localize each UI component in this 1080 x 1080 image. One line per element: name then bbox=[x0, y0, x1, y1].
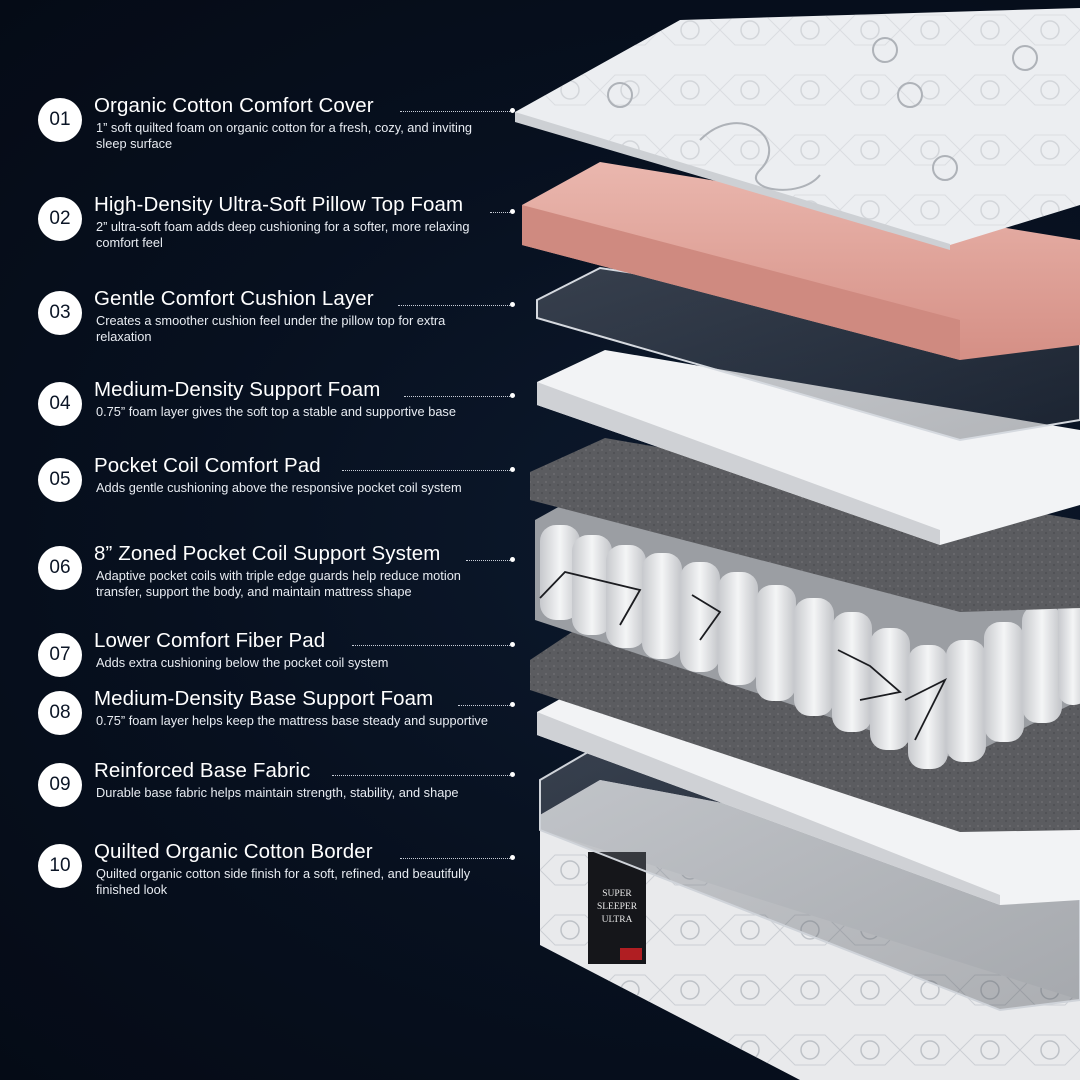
layer-title: Organic Cotton Comfort Cover bbox=[94, 94, 374, 117]
layer-description: Adds gentle cushioning above the respons… bbox=[96, 480, 462, 495]
layer-description: Adds extra cushioning below the pocket c… bbox=[96, 655, 389, 670]
leader-line-07 bbox=[352, 642, 515, 647]
layer-title: High-Density Ultra-Soft Pillow Top Foam bbox=[94, 193, 464, 216]
layer-description: 0.75” foam layer helps keep the mattress… bbox=[96, 713, 488, 728]
leader-line-03 bbox=[398, 302, 515, 307]
layer-number-badge: 08 bbox=[38, 691, 82, 735]
leader-line-05 bbox=[342, 467, 515, 472]
layer-title: Reinforced Base Fabric bbox=[94, 759, 311, 782]
layer-description: Durable base fabric helps maintain stren… bbox=[96, 785, 459, 800]
layer-number-badge: 03 bbox=[38, 291, 82, 335]
layer-title: 8” Zoned Pocket Coil Support System bbox=[94, 542, 441, 565]
layer-title: Medium-Density Support Foam bbox=[94, 378, 381, 401]
layer-number-badge: 10 bbox=[38, 844, 82, 888]
layer-title: Gentle Comfort Cushion Layer bbox=[94, 287, 374, 310]
leader-line-01 bbox=[400, 108, 515, 113]
leader-line-06 bbox=[466, 557, 515, 562]
brand-label: SUPER SLEEPER ULTRA bbox=[588, 852, 646, 964]
label-line-1: SUPER bbox=[602, 889, 632, 899]
layer-number-badge: 04 bbox=[38, 382, 82, 426]
layer-number-badge: 07 bbox=[38, 633, 82, 677]
cushion-layer bbox=[536, 266, 1080, 442]
layer-number-badge: 02 bbox=[38, 197, 82, 241]
layer-number-badge: 05 bbox=[38, 458, 82, 502]
leader-line-10 bbox=[400, 855, 515, 860]
layer-description: 1” soft quilted foam on organic cotton f… bbox=[96, 120, 473, 151]
layer-description: Adaptive pocket coils with triple edge g… bbox=[96, 568, 461, 599]
leader-line-04 bbox=[404, 393, 515, 398]
layer-description: 0.75” foam layer gives the soft top a st… bbox=[96, 404, 456, 419]
lower-fiber-pad-layer bbox=[530, 630, 1080, 832]
layer-number-badge: 09 bbox=[38, 763, 82, 807]
layer-title: Medium-Density Base Support Foam bbox=[94, 687, 434, 710]
layer-title: Pocket Coil Comfort Pad bbox=[94, 454, 321, 477]
leader-line-09 bbox=[332, 772, 515, 777]
leader-line-02 bbox=[490, 209, 515, 214]
base-support-foam-layer bbox=[537, 682, 1080, 905]
comfort-cover-layer bbox=[515, 8, 1080, 250]
label-line-2: SLEEPER bbox=[597, 902, 638, 912]
layer-title: Quilted Organic Cotton Border bbox=[94, 840, 373, 863]
coil-comfort-pad-layer bbox=[530, 438, 1080, 612]
layer-description: Creates a smoother cushion feel under th… bbox=[96, 313, 446, 344]
layer-number-badge: 01 bbox=[38, 98, 82, 142]
label-line-3: ULTRA bbox=[602, 915, 633, 925]
layer-number-badge: 06 bbox=[38, 546, 82, 590]
pillow-top-foam-layer bbox=[522, 162, 1080, 360]
layer-title: Lower Comfort Fiber Pad bbox=[94, 629, 326, 652]
leader-line-08 bbox=[458, 702, 515, 707]
layer-description: 2” ultra-soft foam adds deep cushioning … bbox=[96, 219, 470, 250]
layer-description: Quilted organic cotton side finish for a… bbox=[96, 866, 471, 897]
support-foam-layer bbox=[537, 350, 1080, 545]
